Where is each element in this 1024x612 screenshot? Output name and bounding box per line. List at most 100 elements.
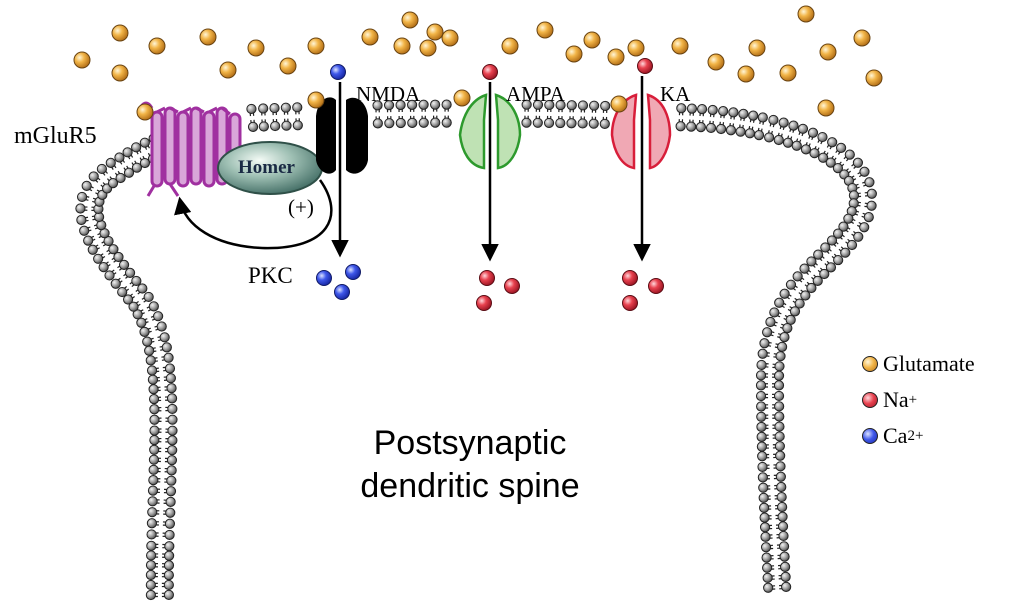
lipid-head [779,288,790,299]
lipid-head [864,177,875,188]
lipid-head [764,132,775,143]
lipid-head [599,118,610,130]
lipid-head [406,99,418,110]
lipid-head [384,118,395,129]
lipid-head [81,180,92,192]
glutamate-molecule-icon [865,69,883,87]
legend-label-glutamate: Glutamate [883,351,975,376]
sodium-ion-icon [648,278,664,294]
lipid-head [759,338,770,349]
lipid-head [164,550,175,561]
lipid-head [753,130,765,141]
lipid-head [715,123,727,135]
lipid-head [809,148,820,159]
sodium-ion-icon [622,270,638,286]
pkc-feedback-arrow [174,179,333,250]
lipid-head [695,121,707,133]
lipid-head [840,247,851,258]
lipid-head [147,485,159,496]
lipid-head [756,359,767,371]
lipid-head [827,137,838,148]
mglur5-label: mGluR5 [14,123,97,149]
lipid-head [110,278,121,289]
glutamate-molecule-icon [441,29,459,47]
glutamate-molecule-icon [797,5,815,23]
glutamate-molecule-icon [426,23,444,41]
lipid-head [818,152,829,163]
lipid-head [107,177,119,189]
glutamate-molecule-icon [111,24,129,42]
lipid-head [756,401,767,412]
sodium-ion-icon [504,278,520,294]
lipid-head [147,496,158,507]
lipid-head [88,171,99,182]
lipid-head [832,163,844,174]
lipid-head [430,117,441,128]
lipid-head [785,279,797,290]
lipid-head [292,120,303,131]
sodium-ion-icon [637,58,653,74]
glutamate-molecule-icon [627,39,645,57]
lipid-head [825,157,836,168]
glutamate-molecule-icon [671,37,689,55]
glutamate-molecule-icon [361,28,379,46]
spine-title-line1: Postsynaptic [373,424,567,462]
lipid-head [555,117,566,129]
lipid-head [166,475,177,486]
lipid-head [755,390,767,402]
lipid-head [131,142,142,153]
lipid-head [800,144,812,155]
lipid-head [759,502,770,513]
glutamate-molecule-icon [817,99,835,117]
lipid-head [757,451,768,462]
calcium-ion-icon [345,264,361,280]
lipid-head [108,244,119,255]
lipid-head [146,550,157,561]
lipid-head [153,311,164,322]
glutamate-molecule-icon [501,37,519,55]
glutamate-molecule-icon [219,61,237,79]
lipid-head [844,149,855,160]
lipid-head [532,99,544,110]
lipid-head [407,117,418,128]
lipid-head [532,117,543,128]
lipid-head [797,123,809,134]
lipid-head [165,507,176,518]
lipid-head [773,380,785,391]
lipid-head [779,331,790,343]
lipid-head [544,99,555,111]
lipid-head [589,100,600,111]
calcium-ion-icon [330,64,346,80]
lipid-head [163,352,174,363]
lipid-head [166,383,177,394]
lipid-head [757,348,768,359]
ampa-label: AMPA [506,82,565,106]
lipid-head [128,301,139,312]
lipid-head [270,120,281,132]
lipid-head [148,393,160,405]
lipid-head [738,108,749,120]
lipid-head [164,541,175,552]
lipid-head [833,254,844,266]
lipid-head [778,117,789,128]
sodium-ion-icon [479,270,495,286]
lipid-head [247,121,259,132]
glutamate-molecule-icon [610,95,628,113]
lipid-head [167,414,178,425]
glutamate-molecule-icon [819,43,837,61]
glutamate-molecule-icon [307,91,325,109]
lipid-head [156,321,167,332]
lipid-head [577,118,588,129]
lipid-head [143,291,154,303]
lipid-head [103,235,114,247]
lipid-head [800,290,811,301]
legend-item-glutamate: Glutamate [862,353,975,375]
lipid-head [145,569,156,581]
lipid-head [137,283,148,294]
lipid-head [441,99,452,110]
lipid-head [859,166,870,177]
lipid-head [131,162,143,173]
lipid-head [113,251,124,263]
ampa-channel-icon [458,93,522,170]
lipid-head [87,244,98,255]
